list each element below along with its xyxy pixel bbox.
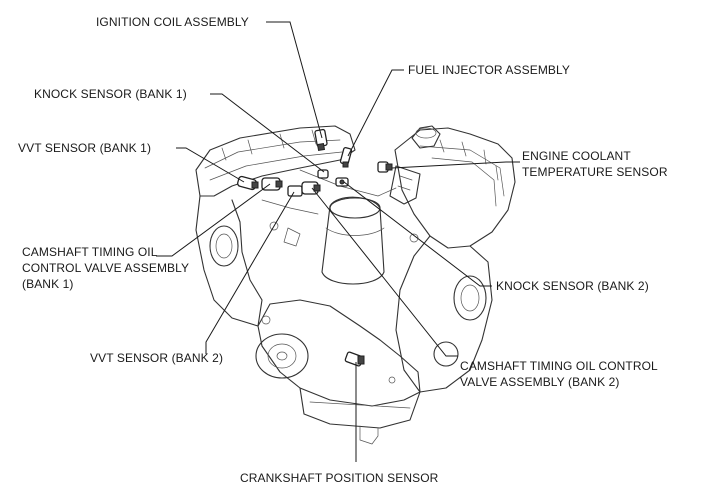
oil-pan — [299, 387, 421, 429]
camshaft-ocv-bank2-part — [301, 181, 321, 195]
leader-camshaft-ocv-bank2 — [311, 187, 458, 357]
vvt-sensor-bank1-part — [237, 175, 259, 191]
label-camshaft-ocv-bank1-line3: (BANK 1) — [22, 277, 73, 291]
leader-lines — [156, 21, 520, 462]
front-cover — [257, 299, 421, 407]
leader-knock-bank2 — [343, 181, 492, 287]
fuel-injector-part — [339, 147, 353, 168]
label-crankshaft-position-sensor: CRANKSHAFT POSITION SENSOR — [240, 471, 439, 485]
label-knock-sensor-bank1: KNOCK SENSOR (BANK 1) — [34, 87, 187, 101]
right-valve-cover — [394, 127, 516, 249]
label-vvt-sensor-bank2: VVT SENSOR (BANK 2) — [90, 351, 223, 365]
label-camshaft-ocv-bank1-line1: CAMSHAFT TIMING OIL — [22, 245, 158, 259]
label-engine-coolant-line1: ENGINE COOLANT — [522, 149, 631, 163]
label-camshaft-ocv-bank1-line2: CONTROL VALVE ASSEMBLY — [22, 261, 189, 275]
leader-vvt-bank2 — [205, 191, 295, 354]
leader-knock-bank1 — [210, 93, 325, 173]
coolant-temp-sensor-part — [377, 161, 393, 173]
label-vvt-sensor-bank1: VVT SENSOR (BANK 1) — [18, 141, 151, 155]
vvt-sensor-bank2-part — [287, 185, 303, 197]
oil-filler-cap — [411, 125, 441, 149]
crankshaft-sensor-part — [344, 351, 365, 367]
oil-filter — [321, 196, 385, 285]
knock-sensor-bank2-part — [335, 177, 349, 187]
right-engine-block — [395, 235, 493, 393]
label-fuel-injector: FUEL INJECTOR ASSEMBLY — [408, 63, 570, 77]
knock-sensor-bank1-part — [317, 169, 329, 179]
leader-engine-coolant — [391, 161, 520, 169]
label-ignition-coil: IGNITION COIL ASSEMBLY — [96, 15, 249, 29]
engine-drawing — [195, 125, 516, 445]
label-engine-coolant-line2: TEMPERATURE SENSOR — [522, 165, 668, 179]
leader-ignition-coil — [266, 21, 323, 139]
leader-fuel-injector — [347, 69, 404, 157]
label-camshaft-ocv-bank2-line1: CAMSHAFT TIMING OIL CONTROL — [460, 359, 658, 373]
labels: IGNITION COIL ASSEMBLY FUEL INJECTOR ASS… — [18, 15, 668, 485]
leader-camshaft-ocv-bank1 — [156, 183, 271, 257]
left-engine-block — [195, 195, 263, 327]
crank-pulley — [255, 333, 309, 379]
label-camshaft-ocv-bank2-line2: VALVE ASSEMBLY (BANK 2) — [460, 375, 619, 389]
ignition-coil-part — [314, 128, 328, 152]
label-knock-sensor-bank2: KNOCK SENSOR (BANK 2) — [496, 279, 649, 293]
leader-vvt-bank1 — [176, 147, 245, 183]
intake-tube — [389, 165, 421, 205]
